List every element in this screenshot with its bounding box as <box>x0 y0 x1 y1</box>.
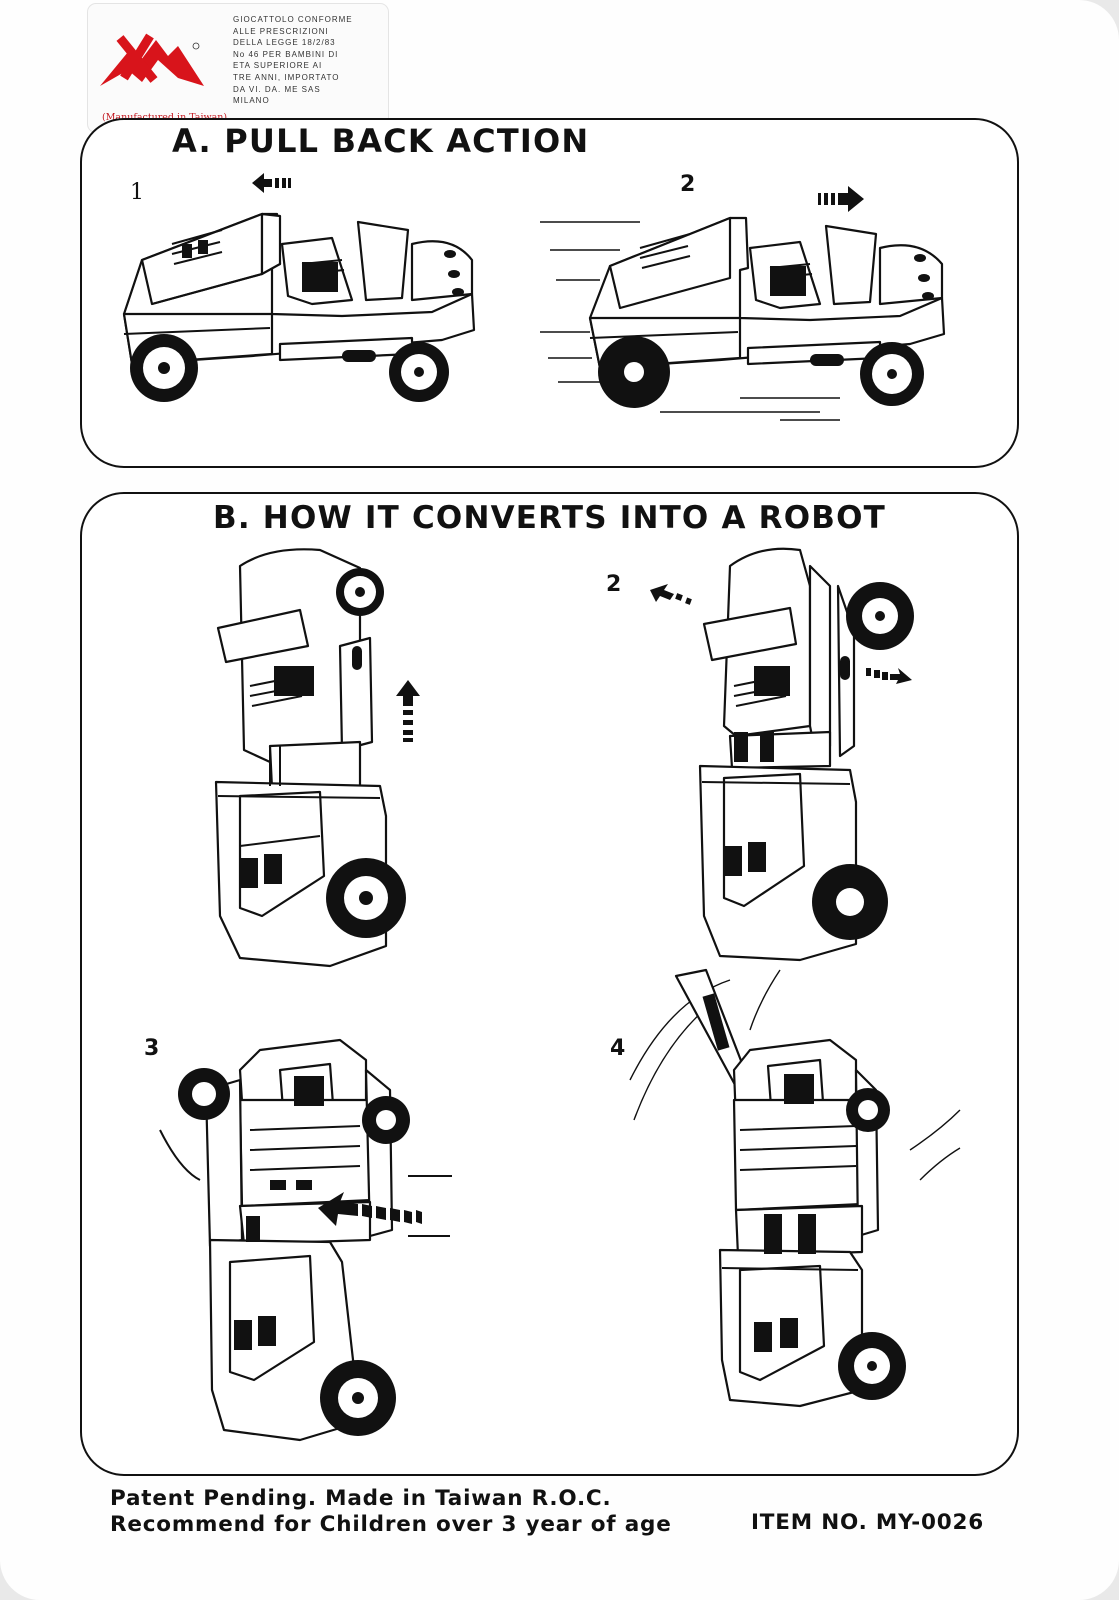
step-number: 3 <box>144 1036 160 1061</box>
item-number: ITEM NO. MY-0026 <box>751 1510 985 1535</box>
xm-logo-icon <box>100 33 204 86</box>
robot-drawing-step4 <box>629 968 961 1408</box>
car-drawing-step1 <box>122 212 476 402</box>
step-number: 2 <box>680 172 696 197</box>
curved-arrow-icon <box>318 1192 422 1226</box>
sticker-legal-text: GIOCATTOLO CONFORME ALLE PRESCRIZIONI DE… <box>233 15 353 106</box>
car-drawing-step2 <box>540 216 946 421</box>
conversion-title: B. HOW IT CONVERTS INTO A ROBOT <box>205 500 895 536</box>
step-number: 1 <box>130 180 144 205</box>
robot-drawing-step3 <box>159 1038 452 1442</box>
step-number: 2 <box>606 572 622 597</box>
right-arrow-icon <box>818 186 864 212</box>
patent-text: Patent Pending. Made in Taiwan R.O.C. <box>110 1486 612 1511</box>
robot-drawing-step2 <box>698 547 914 962</box>
left-arrow-icon <box>252 173 291 193</box>
step-number: 4 <box>610 1036 626 1061</box>
pull-back-title: A. PULL BACK ACTION <box>172 122 596 160</box>
up-arrow-icon <box>396 680 420 742</box>
sticker-manufactured-label: (Manufactured in Taiwan) <box>102 112 227 123</box>
age-recommendation-text: Recommend for Children over 3 year of ag… <box>110 1512 672 1537</box>
import-sticker: GIOCATTOLO CONFORME ALLE PRESCRIZIONI DE… <box>88 4 388 132</box>
robot-drawing-step1 <box>214 548 406 968</box>
split-arrows-icon <box>650 584 912 684</box>
